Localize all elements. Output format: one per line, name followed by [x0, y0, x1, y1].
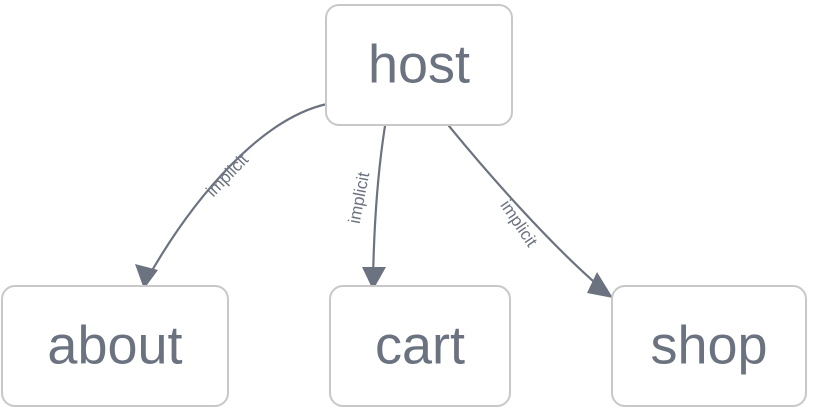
edge-host-cart-path [371, 124, 387, 282]
node-cart-rect [329, 285, 511, 407]
edge-host-about-path [144, 102, 329, 283]
node-host-label: host [368, 34, 470, 94]
node-about-rect [1, 285, 229, 407]
node-cart[interactable]: cart [329, 285, 511, 407]
arrowhead-icon-about [135, 264, 158, 289]
node-shop[interactable]: shop [611, 285, 807, 407]
node-cart-label: cart [375, 315, 465, 375]
edge-host-about[interactable]: implicit [135, 102, 329, 289]
edge-host-shop-path [447, 124, 603, 290]
node-host-rect [325, 4, 513, 126]
node-shop-rect [611, 285, 807, 407]
arrowhead-icon-shop [587, 272, 613, 298]
arrowhead-icon-cart [362, 267, 386, 290]
node-about-label: about [47, 315, 182, 375]
node-about[interactable]: about [1, 285, 229, 407]
edge-host-cart-label-group: implicit [345, 170, 374, 225]
edge-host-cart[interactable]: implicit [345, 124, 387, 290]
node-host[interactable]: host [325, 4, 513, 126]
node-shop-label: shop [650, 315, 767, 375]
edge-host-about-label-group: implicit [202, 150, 252, 201]
edge-label-host-cart: implicit [345, 170, 374, 225]
edge-host-shop[interactable]: implicit [447, 124, 613, 298]
edge-label-host-about: implicit [202, 150, 252, 201]
